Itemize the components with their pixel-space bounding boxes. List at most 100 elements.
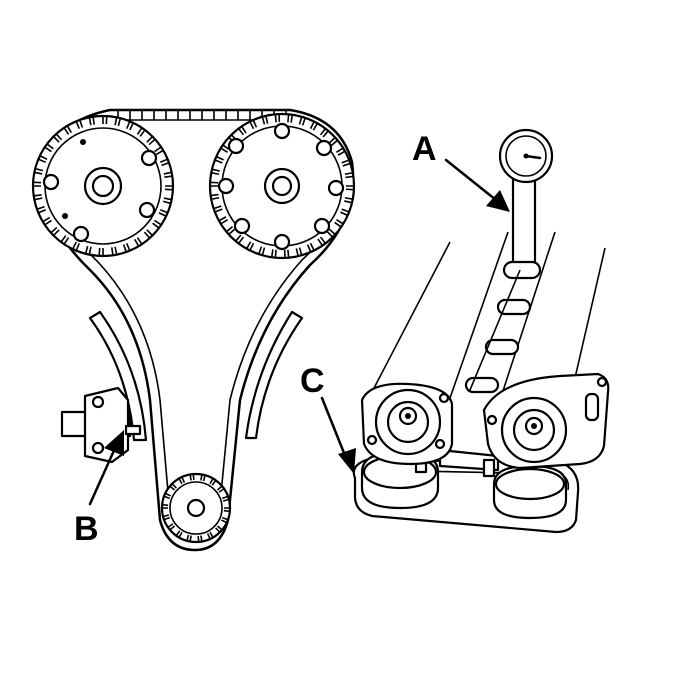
sprocket-tooth <box>43 142 54 153</box>
sprocket-tooth <box>217 216 229 226</box>
sprocket-tooth <box>185 534 192 543</box>
sprocket-tooth <box>341 158 352 167</box>
sprocket-tooth <box>287 113 294 123</box>
sprocket-tooth <box>220 516 230 524</box>
sprocket-tooth <box>32 181 42 187</box>
sprocket-tooth <box>162 514 170 521</box>
sprocket-tooth <box>84 245 92 256</box>
sprocket-tooth <box>102 115 108 125</box>
sprocket-tooth <box>136 126 147 137</box>
sprocket-tooth <box>306 242 316 254</box>
sprocket-tooth <box>212 205 223 214</box>
callout-c: C <box>300 362 356 474</box>
sprocket-tooth <box>133 237 144 248</box>
callout-c-label: C <box>300 362 325 400</box>
sprocket-tooth <box>32 194 43 201</box>
callout-a-label: A <box>412 130 437 168</box>
sprocket-tooth <box>223 507 231 513</box>
sprocket-tooth <box>225 226 236 236</box>
callout-b: B <box>74 430 124 548</box>
sprocket-tooth <box>52 132 63 143</box>
sprocket-tooth <box>158 208 169 218</box>
sprocket-tooth <box>143 229 154 240</box>
left-chain-guide <box>88 310 148 442</box>
sprocket-tooth <box>209 193 220 201</box>
right-cam-sprocket <box>208 112 356 260</box>
sprocket-tooth <box>71 241 81 252</box>
sprocket-tooth <box>326 228 337 239</box>
callout-b-label: B <box>74 510 99 548</box>
sprocket-tooth <box>210 168 220 176</box>
sprocket-tooth <box>215 525 224 534</box>
chain-tensioner <box>60 386 142 464</box>
timing-chain-assembly <box>31 108 356 552</box>
sprocket-tooth <box>168 482 177 491</box>
sprocket-tooth <box>98 247 104 257</box>
callout-b-arrow <box>104 430 124 456</box>
left-cam-sprocket <box>31 114 175 258</box>
sprocket-tooth <box>340 208 351 217</box>
sprocket-tooth <box>219 143 230 153</box>
sprocket-tooth <box>189 473 195 481</box>
sprocket-tooth <box>122 242 131 254</box>
sprocket-tooth <box>237 125 247 136</box>
sprocket-tooth <box>114 116 122 127</box>
sprocket-tooth <box>270 249 277 259</box>
right-cam-housing <box>482 372 610 470</box>
cam-holding-fixture <box>352 128 610 534</box>
left-cam-housing <box>360 382 454 466</box>
sprocket-tooth <box>159 158 171 167</box>
sprocket-tooth <box>59 235 70 246</box>
sprocket-tooth <box>75 118 84 130</box>
sprocket-tooth <box>295 247 303 258</box>
sprocket-tooth <box>200 473 207 482</box>
callout-a-arrow <box>486 190 510 212</box>
sprocket-tooth <box>245 241 255 252</box>
sprocket-tooth <box>345 185 355 191</box>
sprocket-tooth <box>197 535 203 543</box>
sprocket-tooth <box>35 205 47 214</box>
sprocket-tooth <box>298 115 307 126</box>
sprocket-tooth <box>234 234 245 245</box>
sprocket-tooth <box>177 475 186 485</box>
sprocket-tooth <box>317 236 327 247</box>
sprocket-tooth <box>274 113 281 123</box>
dial-gauge <box>464 128 554 394</box>
sprocket-tooth <box>283 249 290 259</box>
sprocket-tooth <box>49 226 60 237</box>
sprocket-tooth <box>319 127 330 138</box>
sprocket-tooth <box>334 219 345 229</box>
sprocket-tooth <box>154 145 165 156</box>
sprocket-tooth <box>125 120 135 131</box>
sprocket-tooth <box>209 477 217 486</box>
sprocket-tooth <box>328 136 339 146</box>
sprocket-tooth <box>166 523 176 532</box>
sprocket-tooth <box>209 181 219 187</box>
sprocket-tooth <box>344 196 354 204</box>
sprocket-tooth <box>261 114 269 125</box>
sprocket-tooth <box>162 197 173 205</box>
sprocket-tooth <box>62 124 73 135</box>
sprocket-tooth <box>216 484 226 493</box>
timing-chain <box>38 108 355 552</box>
sprocket-tooth <box>37 154 48 164</box>
sprocket-tooth <box>146 135 157 146</box>
sprocket-tooth <box>164 185 174 191</box>
sprocket-tooth <box>213 155 224 164</box>
right-chain-guide <box>244 310 304 440</box>
sprocket-tooth <box>152 219 163 230</box>
sprocket-tooth <box>161 503 169 509</box>
sprocket-tooth <box>206 531 215 541</box>
sprocket-tooth <box>248 118 258 130</box>
callout-c-arrow <box>338 448 356 474</box>
sprocket-tooth <box>111 246 118 257</box>
sprocket-tooth <box>175 530 183 539</box>
sprocket-tooth <box>41 216 52 227</box>
callout-a: A <box>412 130 510 212</box>
crank-sprocket <box>160 472 232 544</box>
sprocket-tooth <box>335 146 347 156</box>
sprocket-tooth <box>222 495 230 502</box>
sprocket-tooth <box>162 492 172 500</box>
sprocket-tooth <box>33 167 44 175</box>
